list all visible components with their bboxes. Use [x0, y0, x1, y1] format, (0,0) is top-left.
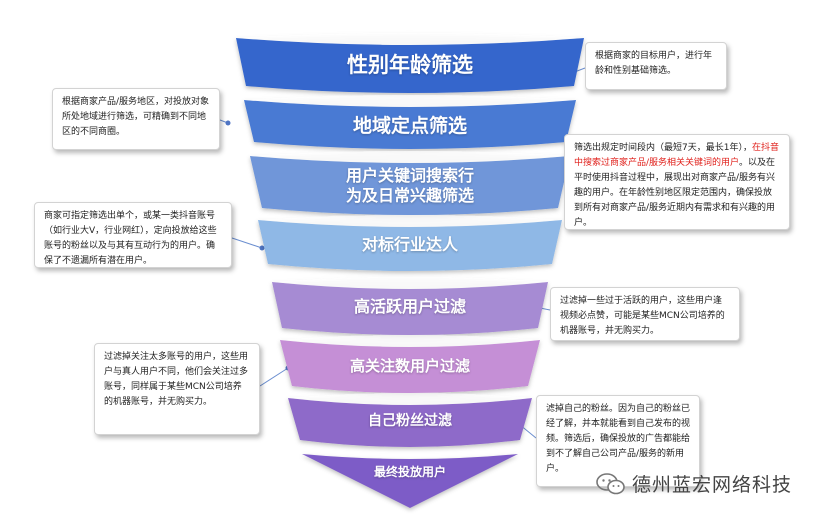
note-high-activity-text: 过滤掉一些过于活跃的用户，这些用户逢视频必点赞，可能是某些MCN公司培养的机器账…: [560, 296, 725, 336]
funnel-layer-4: [258, 220, 562, 271]
funnel-layer-rim-7: [288, 393, 532, 405]
watermark-text: 德州蓝宏网络科技: [632, 474, 793, 496]
note-own-fans: 滤掉自己的粉丝。因为自己的粉丝已经了解，并本就能看到自己发布的视频。筛选后，确保…: [536, 395, 700, 487]
funnel-layer-rim-1: [236, 33, 584, 45]
funnel-layer-3: [250, 156, 570, 215]
funnel-layer-rim-5: [272, 277, 548, 289]
funnel-layer-8: [302, 454, 518, 508]
funnel-layer-rim-3: [250, 151, 570, 163]
connector-line-6: [259, 367, 289, 387]
note-region: 根据商家产品/服务地区，对投放对象所处地域进行筛选，可精确到不同地区的不同商圈。: [52, 88, 220, 150]
note-benchmark-influencer: 商家可指定筛选出单个，或某一类抖音账号（如行业大V，行业网红），定向投放给这些账…: [34, 202, 232, 268]
note-high-follow: 过滤掉关注太多账号的用户，这些用户与真人用户不同，他们会关注过多账号，同样属于某…: [94, 343, 260, 435]
note-own-fans-text: 滤掉自己的粉丝。因为自己的粉丝已经了解，并本就能看到自己发布的视频。筛选后，确保…: [546, 404, 691, 474]
funnel-layer-label-7: 自己粉丝过滤: [368, 413, 452, 430]
note-high-follow-text: 过滤掉关注太多账号的用户，这些用户与真人用户不同，他们会关注过多账号，同样属于某…: [104, 352, 249, 407]
note-high-activity: 过滤掉一些过于活跃的用户，这些用户逢视频必点赞，可能是某些MCN公司培养的机器账…: [550, 287, 740, 341]
connector-line-4: [231, 237, 263, 249]
watermark: 德州蓝宏网络科技: [596, 470, 792, 497]
note-keyword-text-1: 筛选出规定时间段内（最短7天，最长1年），: [574, 143, 752, 153]
funnel-layer-label-2: 地域定点筛选: [352, 115, 467, 138]
funnel-layer-label-1: 性别年龄筛选: [347, 52, 473, 77]
note-keyword-highlight: 在抖音中搜索过商家产品/服务相关关键词的用户: [574, 143, 779, 168]
funnel-layer-label-3: 用户关键词搜索行 为及日常兴趣筛选: [345, 166, 474, 205]
funnel-layer-2: [244, 100, 576, 149]
funnel-layer-6: [280, 340, 540, 393]
funnel-layer-7: [288, 398, 532, 447]
connector-dot-2: [225, 120, 231, 126]
note-keyword-search: 筛选出规定时间段内（最短7天，最长1年），在抖音中搜索过商家产品/服务相关关键词…: [564, 134, 790, 230]
connector-dot-4: [259, 245, 265, 251]
note-keyword-text-2: 。以及在平时使用抖音过程中，展现出对商家产品/服务有兴趣的用户。在年龄性别地区限…: [574, 158, 776, 228]
funnel-layer-label-4: 对标行业达人: [361, 235, 458, 254]
funnel-layer-rim-4: [258, 215, 562, 227]
note-region-text: 根据商家产品/服务地区，对投放对象所处地域进行筛选，可精确到不同地区的不同商圈。: [62, 97, 210, 137]
wechat-icon: [596, 472, 625, 494]
funnel-layer-5: [272, 282, 548, 335]
funnel-layer-rim-6: [280, 335, 540, 347]
note-gender-age-text: 根据商家的目标用户，进行年龄和性别基础筛选。: [595, 51, 713, 76]
note-gender-age: 根据商家的目标用户，进行年龄和性别基础筛选。: [585, 42, 727, 90]
funnel-layer-label-5: 高活跃用户过滤: [353, 297, 466, 316]
note-benchmark-text: 商家可指定筛选出单个，或某一类抖音账号（如行业大V，行业网红），定向投放给这些账…: [44, 211, 217, 266]
funnel-layer-label-6: 高关注数用户过滤: [349, 356, 470, 375]
funnel-layer-label-8: 最终投放用户: [373, 464, 446, 479]
funnel-layer-rim-2: [244, 95, 576, 107]
funnel-layer-1: [236, 38, 584, 93]
